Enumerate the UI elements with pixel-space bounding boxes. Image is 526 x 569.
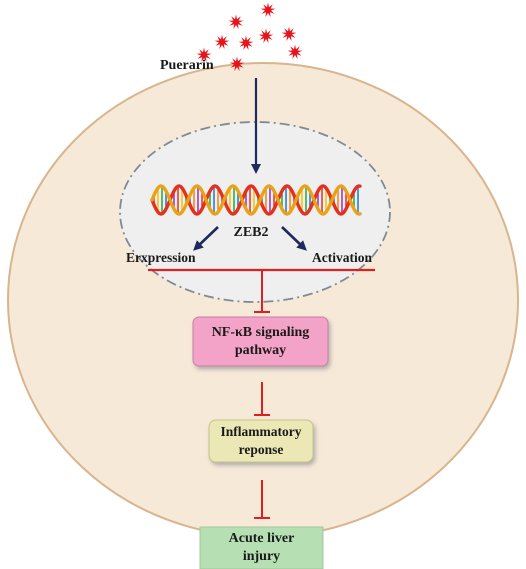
dna-strand-b [150, 184, 362, 216]
arrow-to-activation [281, 226, 307, 251]
dna-helix [150, 184, 362, 216]
puerarin-molecules [196, 2, 303, 71]
dna-strand-a [150, 184, 362, 216]
injury-line2: injury [242, 549, 281, 564]
puerarin-molecule-icon [258, 28, 274, 43]
acute-liver-injury-box [199, 526, 324, 569]
puerarin-molecule-icon [228, 14, 244, 29]
puerarin-molecule-icon [238, 35, 254, 50]
puerarin-molecule-icon [287, 44, 303, 59]
acute-liver-injury-text: Acute liver injury [200, 527, 323, 569]
inflammatory-line2: reponse [238, 442, 284, 457]
arrow-to-expression [193, 226, 219, 251]
activation-label: Activation [312, 250, 372, 265]
inflammatory-response-box [208, 419, 314, 463]
inflammatory-line1: Inflammatory [220, 424, 302, 439]
nfkb-pathway-text: NF-κB signaling pathway [193, 317, 328, 366]
puerarin-molecule-icon [229, 56, 245, 71]
expression-label: Erxpression [126, 250, 196, 265]
nfkb-line1: NF-κB signaling [211, 324, 310, 340]
nfkb-line2: pathway [234, 342, 287, 358]
puerarin-molecule-icon [260, 2, 276, 17]
inflammatory-response-text: Inflammatory reponse [209, 420, 313, 462]
puerarin-molecule-icon [196, 47, 212, 62]
nfkb-pathway-box [192, 316, 329, 367]
puerarin-label: Puerarin [160, 58, 214, 73]
injury-line1: Acute liver [228, 531, 295, 546]
puerarin-molecule-icon [214, 34, 230, 49]
puerarin-molecule-icon [281, 26, 297, 41]
zeb2-label: ZEB2 [233, 225, 268, 240]
